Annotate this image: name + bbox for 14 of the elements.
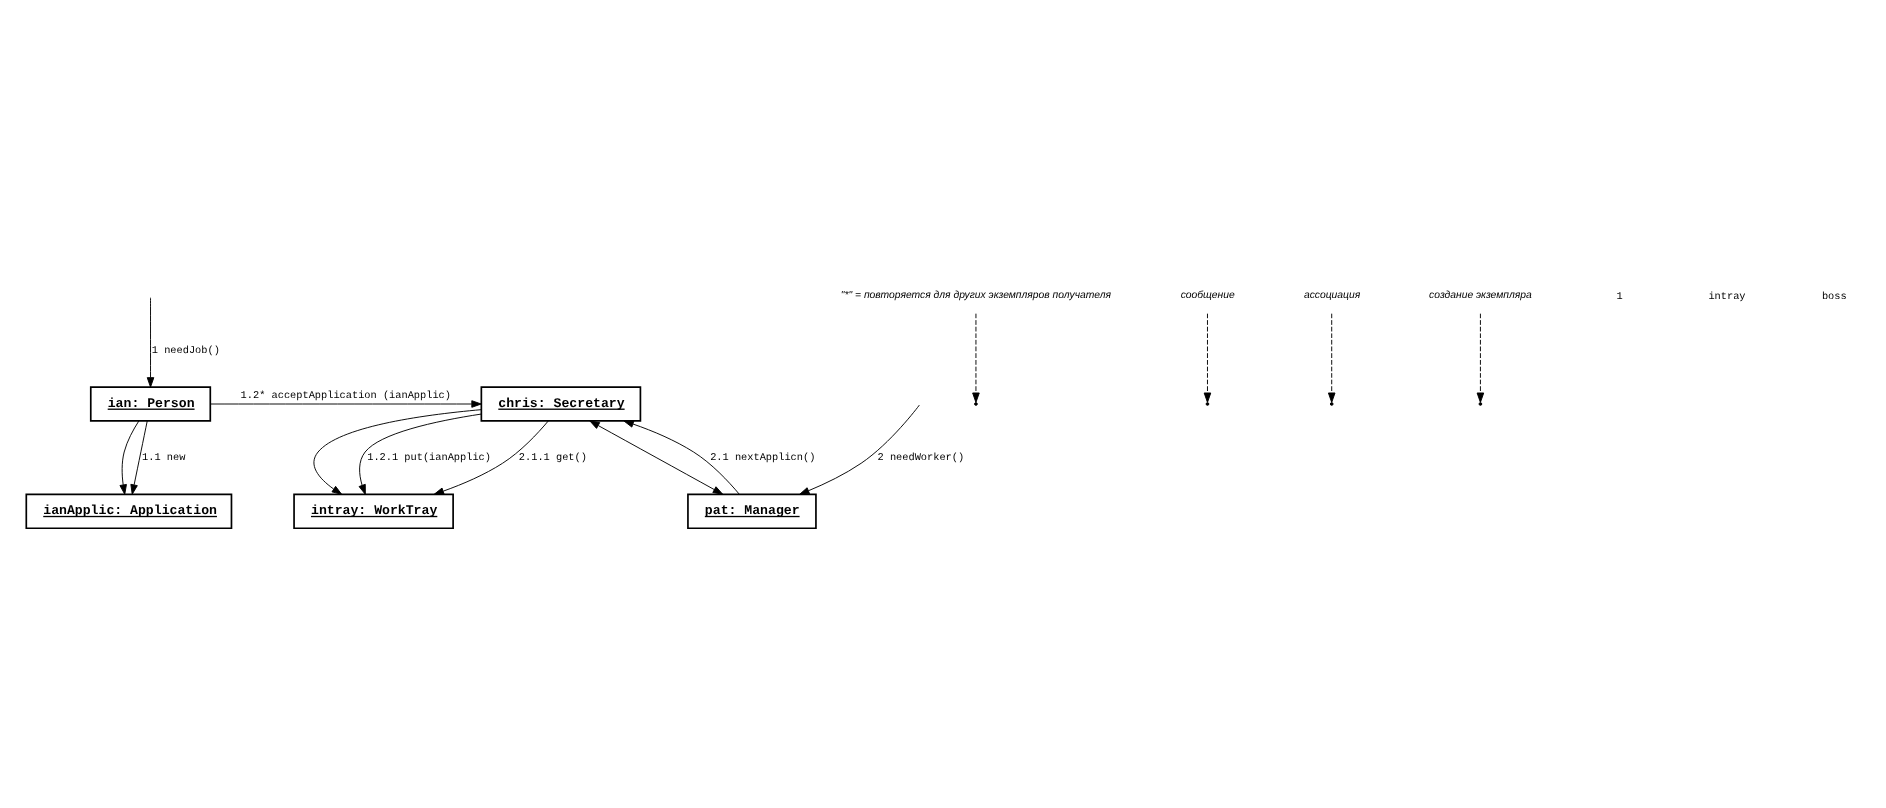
arrow: [146, 297, 155, 388]
arrow: [589, 420, 724, 495]
arrow: [119, 420, 140, 495]
arrow: [313, 409, 482, 495]
arrow: [1203, 313, 1212, 403]
arrow: [130, 420, 148, 495]
arrow: [358, 413, 482, 495]
arrow: [1476, 313, 1485, 403]
arrow: [433, 420, 549, 495]
arrow: [623, 420, 740, 495]
arrow: [799, 404, 920, 495]
arrow: [972, 313, 980, 403]
arrow: [1327, 313, 1336, 403]
arrow: [210, 400, 482, 408]
